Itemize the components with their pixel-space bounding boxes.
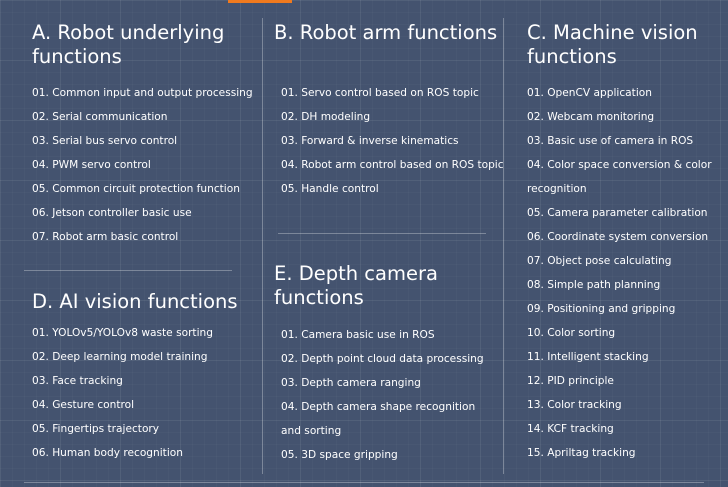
list-item: 01. YOLOv5/YOLOv8 waste sorting [32, 327, 213, 339]
section-robot-arm: B. Robot arm functions 01. Servo control… [274, 21, 504, 201]
top-accent-bar [228, 0, 292, 3]
list-item: 05. Fingertips trajectory [32, 423, 160, 435]
list-item: 07. Robot arm basic control [32, 231, 179, 243]
section-title: D. AI vision functions [32, 290, 238, 313]
list-item: 10. Color sorting [527, 327, 616, 339]
list-item: 12. PID principle [527, 375, 614, 387]
list-item: 05. Handle control [281, 183, 379, 195]
section-divider-b-e [278, 233, 486, 234]
list-item: 05. Common circuit protection function [32, 183, 240, 195]
section-machine-vision: C. Machine vision functions 01. OpenCV a… [527, 21, 723, 465]
function-list: 01. Servo control based on ROS topic 02.… [274, 81, 504, 201]
list-item: 05. Camera parameter calibration [527, 207, 708, 219]
list-item: 07. Object pose calculating [527, 255, 672, 267]
function-list: 01. YOLOv5/YOLOv8 waste sorting 02. Deep… [32, 321, 258, 465]
list-item: 14. KCF tracking [527, 423, 614, 435]
list-item: 13. Color tracking [527, 399, 622, 411]
list-item: 11. Intelligent stacking [527, 351, 649, 363]
list-item: 04. Gesture control [32, 399, 135, 411]
list-item: 03. Serial bus servo control [32, 135, 178, 147]
section-divider-a-d [24, 270, 232, 271]
list-item: 01. Camera basic use in ROS [281, 329, 435, 341]
list-item: 06. Jetson controller basic use [32, 207, 192, 219]
function-list: 01. OpenCV application 02. Webcam monito… [527, 81, 723, 465]
section-title: E. Depth camera functions [274, 262, 438, 309]
section-robot-underlying: A. Robot underlying functions 01. Common… [32, 21, 258, 249]
function-list: 01. Camera basic use in ROS 02. Depth po… [274, 323, 500, 467]
list-item: 02. Deep learning model training [32, 351, 208, 363]
list-item: 02. Serial communication [32, 111, 168, 123]
list-item: 03. Basic use of camera in ROS [527, 135, 694, 147]
list-item: 01. Servo control based on ROS topic [281, 87, 479, 99]
list-item: 04. Color space conversion & color recog… [527, 159, 712, 195]
column-divider-left [262, 18, 263, 474]
section-title: C. Machine vision functions [527, 21, 698, 68]
list-item: 01. Common input and output processing [32, 87, 253, 99]
bottom-divider [24, 482, 704, 483]
list-item: 02. Webcam monitoring [527, 111, 655, 123]
section-ai-vision: D. AI vision functions 01. YOLOv5/YOLOv8… [32, 290, 258, 465]
function-list: 01. Common input and output processing 0… [32, 81, 258, 249]
list-item: 09. Positioning and gripping [527, 303, 676, 315]
list-item: 01. OpenCV application [527, 87, 652, 99]
section-depth-camera: E. Depth camera functions 01. Camera bas… [274, 262, 500, 467]
list-item: 03. Forward & inverse kinematics [281, 135, 459, 147]
list-item: 04. Robot arm control based on ROS topic [281, 159, 504, 171]
list-item: 03. Face tracking [32, 375, 123, 387]
list-item: 02. DH modeling [281, 111, 371, 123]
section-title: A. Robot underlying functions [32, 21, 225, 68]
list-item: 05. 3D space gripping [281, 449, 398, 461]
list-item: 06. Human body recognition [32, 447, 183, 459]
list-item: 04. Depth camera shape recognition and s… [281, 401, 476, 437]
list-item: 08. Simple path planning [527, 279, 661, 291]
list-item: 15. Apriltag tracking [527, 447, 636, 459]
column-divider-right [503, 18, 504, 474]
list-item: 06. Coordinate system conversion [527, 231, 709, 243]
list-item: 04. PWM servo control [32, 159, 151, 171]
section-title: B. Robot arm functions [274, 21, 498, 44]
list-item: 03. Depth camera ranging [281, 377, 421, 389]
list-item: 02. Depth point cloud data processing [281, 353, 484, 365]
